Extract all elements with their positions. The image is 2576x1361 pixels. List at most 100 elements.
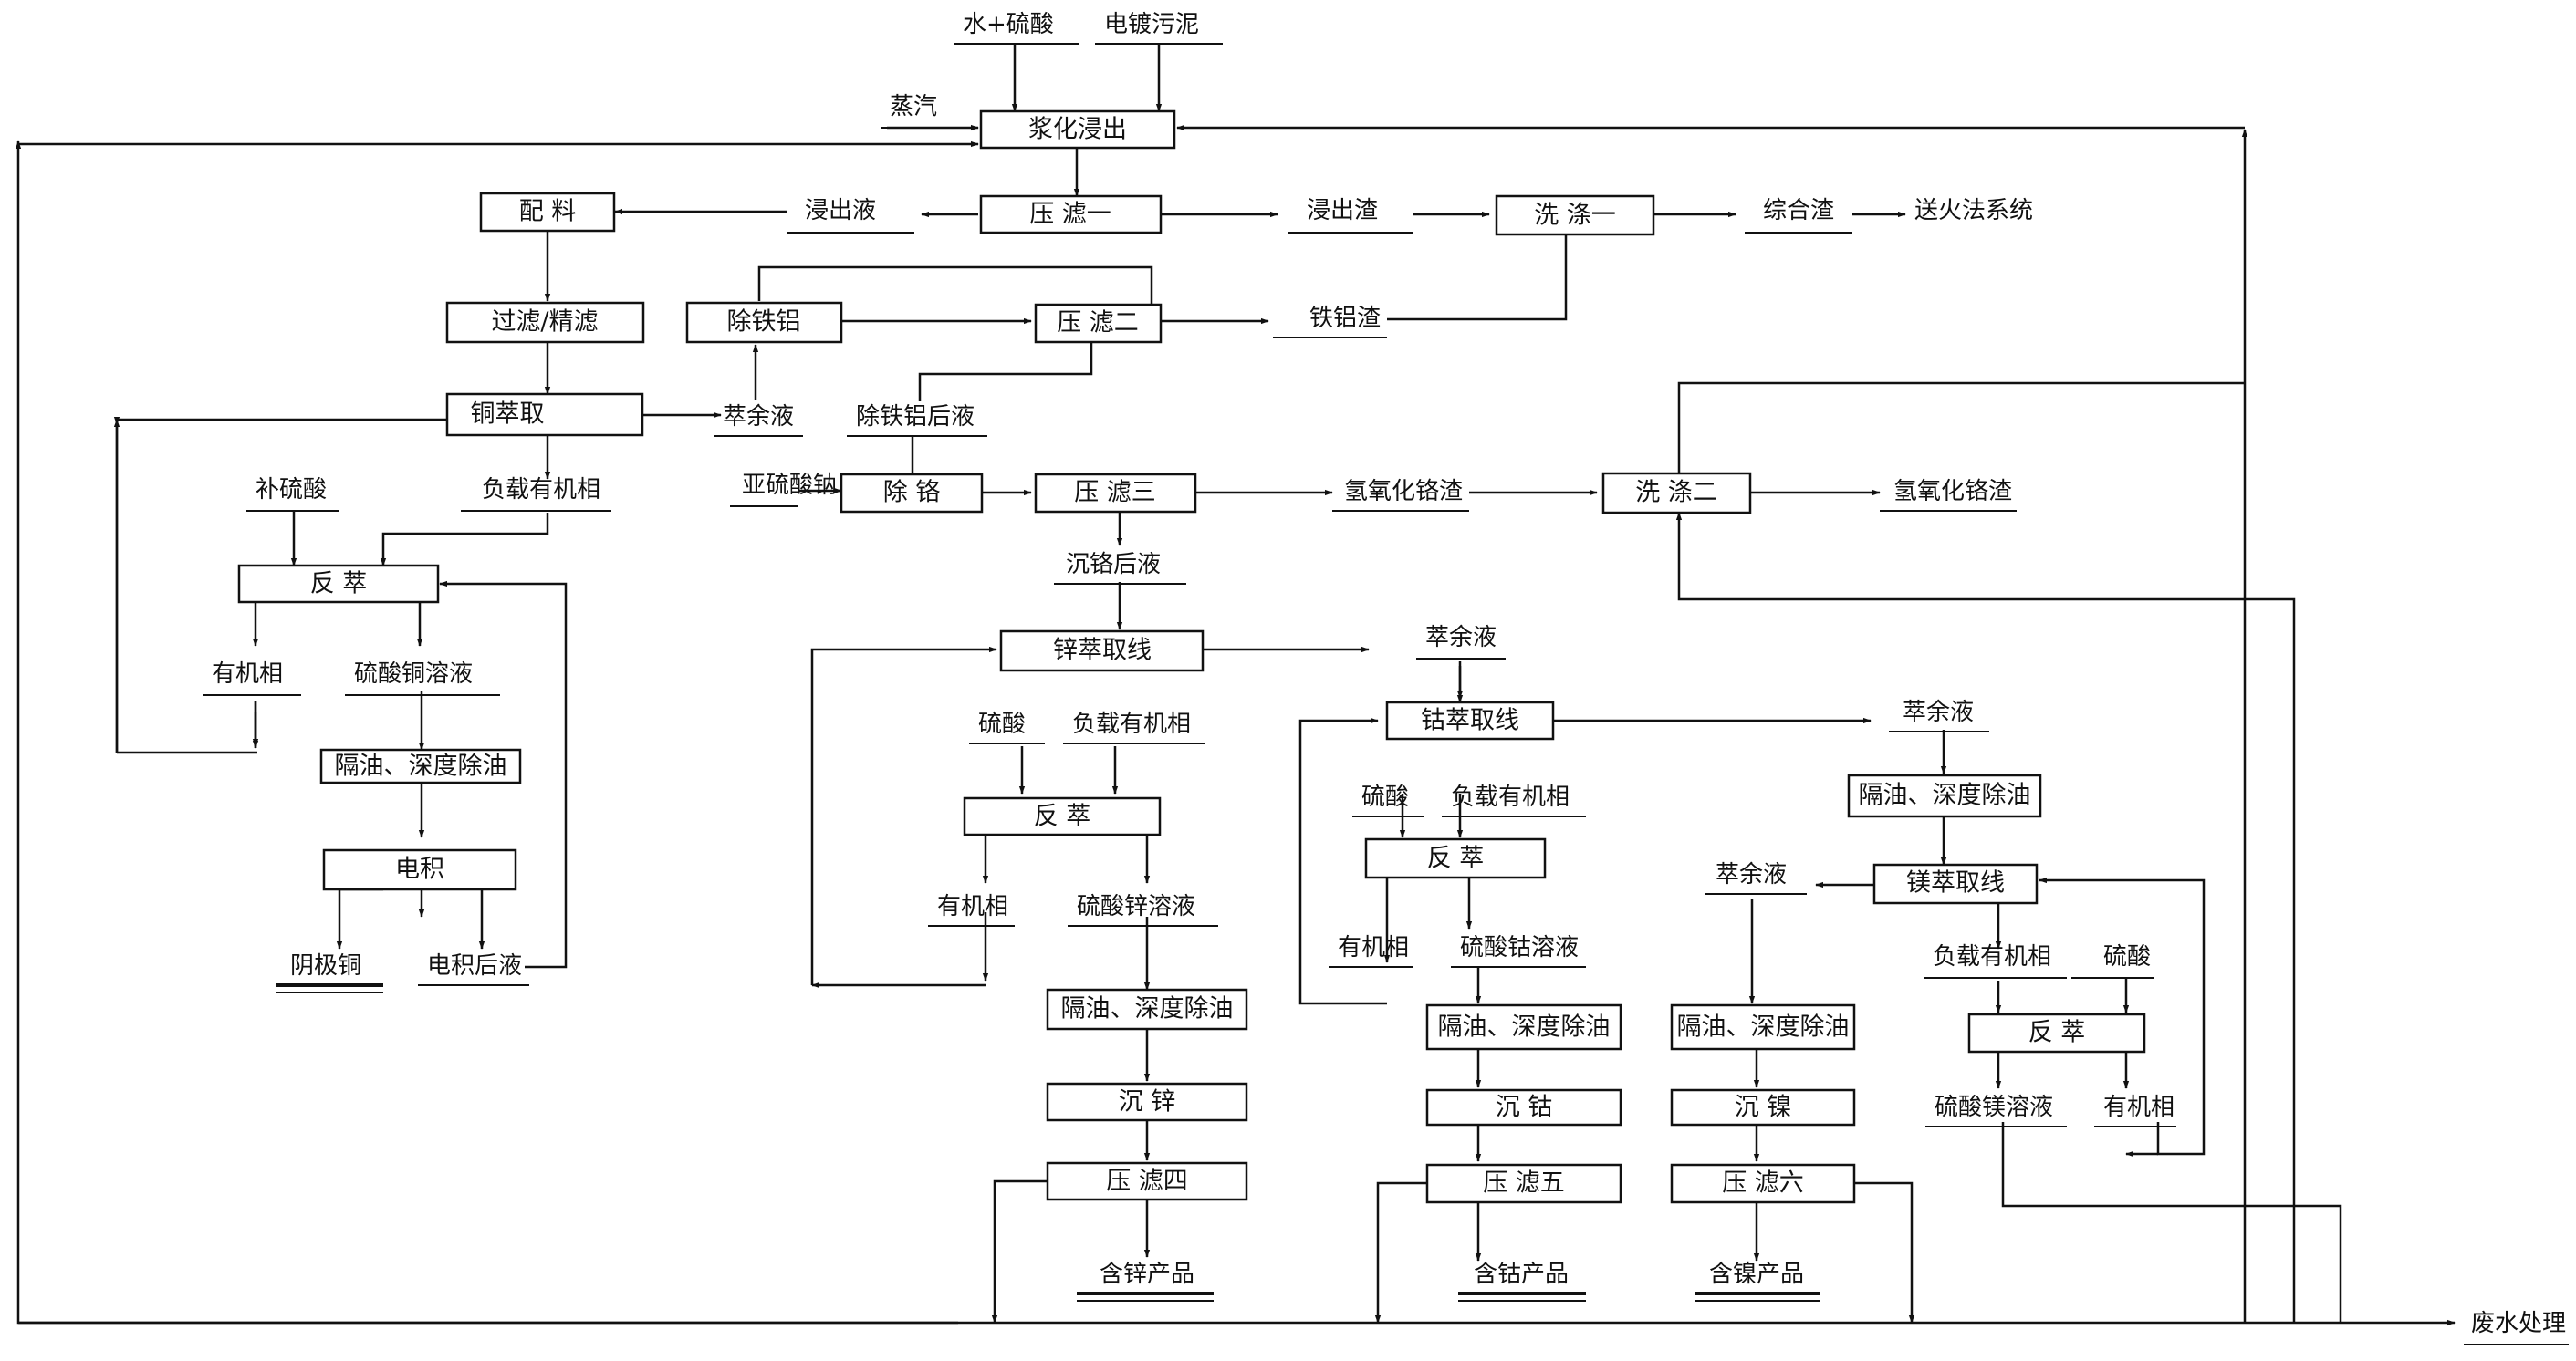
label-coso4: 硫酸钴溶液 xyxy=(1460,934,1579,961)
box-filter4: 压 滤四 xyxy=(1046,1161,1248,1201)
svg-text:除铁铝: 除铁铝 xyxy=(727,308,801,337)
label-loaded-org-co: 负载有机相 xyxy=(1451,784,1570,811)
label-loaded-org-cu: 负载有机相 xyxy=(482,476,600,504)
svg-text:过滤/精滤: 过滤/精滤 xyxy=(491,308,598,337)
label-organic-cu: 有机相 xyxy=(212,660,283,688)
box-electrowin: 电积 xyxy=(322,848,517,891)
box-co-line: 钴萃取线 xyxy=(1385,701,1555,741)
label-co-product: 含钴产品 xyxy=(1474,1261,1569,1288)
box-oil-ni: 隔油、深度除油 xyxy=(1670,1003,1856,1051)
svg-text:压 滤一: 压 滤一 xyxy=(1029,201,1111,229)
box-filter5: 压 滤五 xyxy=(1425,1163,1622,1204)
box-oil-mg-pre: 隔油、深度除油 xyxy=(1847,774,2042,818)
svg-text:压 滤二: 压 滤二 xyxy=(1057,309,1139,338)
box-oil-zn: 隔油、深度除油 xyxy=(1046,988,1248,1031)
svg-text:隔油、深度除油: 隔油、深度除油 xyxy=(1061,995,1234,1023)
flow-lines xyxy=(15,44,2456,1326)
box-filter6: 压 滤六 xyxy=(1670,1163,1856,1204)
label-after-ew: 电积后液 xyxy=(427,952,522,980)
label-organic-zn: 有机相 xyxy=(937,893,1008,920)
label-fe-al-residue: 铁铝渣 xyxy=(1309,305,1381,332)
svg-text:沉 钴: 沉 钴 xyxy=(1496,1094,1553,1122)
label-loaded-org-mg: 负载有机相 xyxy=(1933,943,2051,971)
label-wastewater: 废水处理 xyxy=(2471,1310,2566,1337)
svg-text:压 滤三: 压 滤三 xyxy=(1074,479,1156,507)
box-slurry-leach: 浆化浸出 xyxy=(979,109,1176,150)
svg-text:隔油、深度除油: 隔油、深度除油 xyxy=(335,753,507,781)
svg-text:反 萃: 反 萃 xyxy=(1034,803,1091,831)
label-znso4: 硫酸锌溶液 xyxy=(1077,893,1195,920)
label-raffinate-co: 萃余液 xyxy=(1903,699,1974,726)
svg-text:压 滤四: 压 滤四 xyxy=(1106,1168,1188,1196)
label-acid-zn: 硫酸 xyxy=(978,711,1026,738)
label-after-cr: 沉铬后液 xyxy=(1066,551,1161,578)
box-fe-al-removal: 除铁铝 xyxy=(685,301,843,344)
box-oil-co: 隔油、深度除油 xyxy=(1425,1003,1622,1051)
label-organic-mg: 有机相 xyxy=(2103,1094,2174,1121)
svg-text:隔油、深度除油: 隔油、深度除油 xyxy=(1438,1013,1611,1042)
label-cathode-cu: 阴极铜 xyxy=(290,952,361,980)
label-organic-co: 有机相 xyxy=(1338,934,1409,961)
box-strip-mg: 反 萃 xyxy=(1967,1013,2146,1054)
label-leach-residue: 浸出渣 xyxy=(1307,197,1378,224)
box-cu-extraction: 铜萃取 xyxy=(445,392,644,437)
label-steam: 蒸汽 xyxy=(890,93,937,120)
svg-text:反 萃: 反 萃 xyxy=(1427,845,1485,873)
label-water-acid: 水+硫酸 xyxy=(963,11,1054,38)
label-mgso4: 硫酸镁溶液 xyxy=(1935,1094,2053,1121)
label-sodium-sulfite: 亚硫酸钠 xyxy=(742,472,837,499)
svg-text:洗 涤一: 洗 涤一 xyxy=(1534,202,1616,230)
box-wash2: 洗 涤二 xyxy=(1601,472,1752,514)
svg-text:反 萃: 反 萃 xyxy=(310,570,368,598)
label-raffinate-mg: 萃余液 xyxy=(1716,861,1787,888)
box-zn-line: 锌萃取线 xyxy=(999,629,1205,672)
label-acid-mg: 硫酸 xyxy=(2103,943,2151,971)
svg-text:压 滤六: 压 滤六 xyxy=(1722,1169,1804,1198)
labels: 水+硫酸 电镀污泥 蒸汽 浸出液 浸出渣 综合渣 送火法系统 铁铝渣 萃余液 除… xyxy=(203,11,2569,1345)
svg-text:压 滤五: 压 滤五 xyxy=(1483,1169,1565,1198)
label-after-fe-al: 除铁铝后液 xyxy=(856,403,975,431)
box-cr-removal: 除 铬 xyxy=(840,473,984,514)
svg-text:沉 锌: 沉 锌 xyxy=(1119,1088,1176,1117)
box-ni-precip: 沉 镍 xyxy=(1670,1088,1856,1127)
box-filter3: 压 滤三 xyxy=(1034,473,1197,514)
svg-text:沉 镍: 沉 镍 xyxy=(1735,1094,1792,1122)
svg-text:配 料: 配 料 xyxy=(519,198,577,226)
box-strip-co: 反 萃 xyxy=(1364,837,1547,879)
svg-text:洗 涤二: 洗 涤二 xyxy=(1635,479,1717,507)
label-cr-hydroxide-residue: 氢氧化铬渣 xyxy=(1344,478,1463,505)
svg-text:铜萃取: 铜萃取 xyxy=(471,400,545,429)
svg-text:镁萃取线: 镁萃取线 xyxy=(1906,869,2005,898)
svg-text:反 萃: 反 萃 xyxy=(2028,1019,2086,1047)
svg-text:隔油、深度除油: 隔油、深度除油 xyxy=(1859,782,2031,810)
label-zn-product: 含锌产品 xyxy=(1100,1261,1194,1288)
label-add-acid: 补硫酸 xyxy=(256,476,327,504)
box-batching: 配 料 xyxy=(479,192,616,233)
label-acid-co: 硫酸 xyxy=(1361,784,1409,811)
svg-text:浆化浸出: 浆化浸出 xyxy=(1028,116,1127,144)
box-oil-cu: 隔油、深度除油 xyxy=(319,748,522,784)
svg-text:钴萃取线: 钴萃取线 xyxy=(1421,707,1519,735)
box-co-precip: 沉 钴 xyxy=(1425,1088,1622,1127)
label-ni-product: 含镍产品 xyxy=(1709,1261,1804,1288)
svg-text:除 铬: 除 铬 xyxy=(883,479,941,507)
box-zn-precip: 沉 锌 xyxy=(1046,1082,1248,1122)
box-wash1: 洗 涤一 xyxy=(1495,194,1655,236)
box-strip-zn: 反 萃 xyxy=(963,796,1162,836)
label-raffinate-zn: 萃余液 xyxy=(1425,624,1497,651)
label-raffinate-cu: 萃余液 xyxy=(723,403,794,431)
label-cr-hydroxide-out: 氢氧化铬渣 xyxy=(1893,478,2012,505)
label-to-fire-system: 送火法系统 xyxy=(1914,197,2033,224)
label-sludge: 电镀污泥 xyxy=(1104,11,1199,38)
box-strip-cu: 反 萃 xyxy=(237,564,440,604)
box-filter1: 压 滤一 xyxy=(979,194,1163,234)
svg-text:隔油、深度除油: 隔油、深度除油 xyxy=(1677,1013,1850,1042)
label-cuso4: 硫酸铜溶液 xyxy=(354,660,473,688)
box-mg-line: 镁萃取线 xyxy=(1872,863,2039,905)
box-filtration: 过滤/精滤 xyxy=(445,301,645,344)
label-leachate: 浸出液 xyxy=(805,197,876,224)
svg-text:锌萃取线: 锌萃取线 xyxy=(1053,637,1152,665)
box-filter2: 压 滤二 xyxy=(1034,303,1163,344)
label-composite-residue: 综合渣 xyxy=(1763,197,1834,224)
